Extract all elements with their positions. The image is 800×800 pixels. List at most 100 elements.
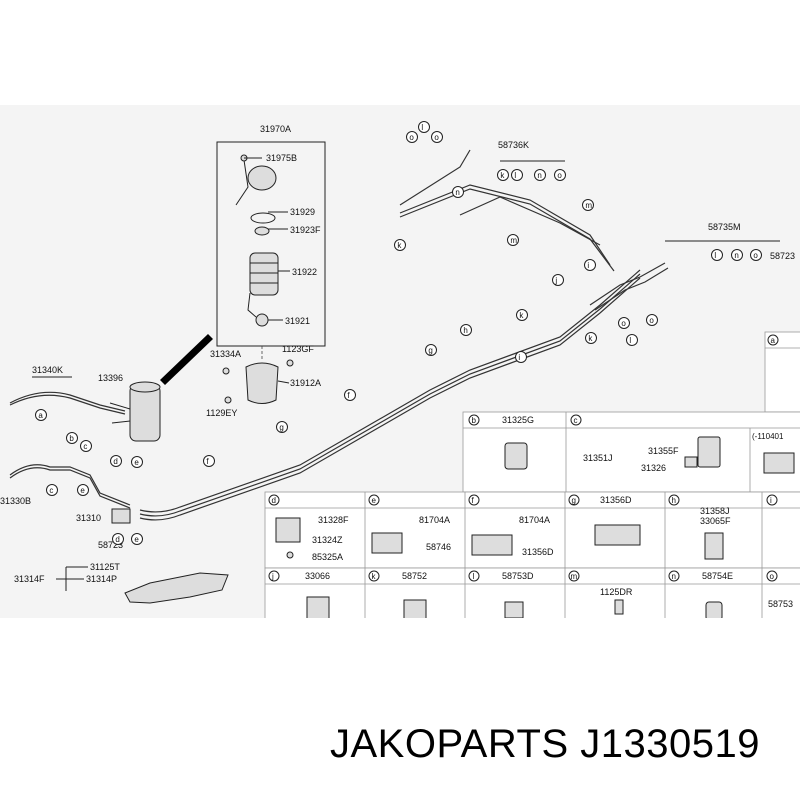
table-letter-o: o	[770, 572, 775, 581]
letter-marker-circle	[394, 239, 406, 251]
table-part-85325A: 85325A	[312, 552, 343, 562]
pointer-arrow	[160, 334, 213, 385]
table-part-1125DR: 1125DR	[600, 587, 633, 597]
letter-marker-circle	[534, 169, 546, 181]
letter-marker-n: n	[455, 188, 459, 197]
callout-31922: 31922	[292, 267, 317, 277]
table-part-31358J: 31358J	[700, 506, 730, 516]
letter-marker-circle	[431, 131, 443, 143]
letter-marker-circle	[552, 274, 564, 286]
letter-marker-d: d	[115, 535, 119, 544]
table-part-31351J: 31351J	[583, 453, 613, 463]
table-letter-c: c	[574, 416, 578, 425]
letter-marker-circle	[584, 259, 596, 271]
letter-marker-j: j	[554, 276, 557, 285]
table-part-81704A-e: 81704A	[419, 515, 450, 525]
letter-marker-c: c	[83, 442, 87, 451]
letter-marker-circle	[711, 249, 723, 261]
letter-marker-circle	[46, 484, 58, 496]
letter-marker-m: m	[510, 236, 517, 245]
letter-marker-circle	[618, 317, 630, 329]
parts-table: a b 31325G c 31355F 31351J 31326 (-11040…	[264, 331, 800, 629]
table-part-33065F: 33065F	[700, 516, 731, 526]
letter-marker-b: b	[69, 434, 74, 443]
letter-marker-circle	[112, 533, 124, 545]
letter-marker-h: h	[463, 326, 467, 335]
table-code-k: 58752	[402, 571, 427, 581]
heat-shield	[124, 572, 229, 604]
letter-marker-k: k	[500, 171, 505, 180]
letter-marker-circle	[344, 389, 356, 401]
letter-marker-l: l	[514, 171, 516, 180]
letter-marker-circle	[406, 131, 418, 143]
letter-marker-circle	[80, 440, 92, 452]
letter-marker-circle	[276, 421, 288, 433]
callout-31975B: 31975B	[266, 153, 297, 163]
table-code-b: 31325G	[502, 415, 534, 425]
table-code-o: 58753	[768, 599, 793, 609]
letter-marker-o: o	[557, 171, 562, 180]
letter-marker-o: o	[409, 133, 414, 142]
letter-marker-e: e	[80, 486, 85, 495]
letter-marker-d: d	[113, 457, 117, 466]
table-code-n: 58754E	[702, 571, 733, 581]
letter-marker-e: e	[134, 458, 139, 467]
letter-marker-circle	[750, 249, 762, 261]
letter-marker-l: l	[714, 251, 716, 260]
top-pipe-group: 58736K 58735M 58723	[498, 140, 795, 261]
table-letter-f: f	[472, 496, 475, 505]
table-letter-k: k	[372, 572, 377, 581]
letter-marker-c: c	[49, 486, 53, 495]
table-letter-h: h	[672, 496, 676, 505]
callout-31310: 31310	[76, 513, 101, 523]
letter-marker-k: k	[397, 241, 402, 250]
table-letter-d: d	[272, 496, 276, 505]
letter-marker-g: g	[428, 346, 432, 355]
table-letter-i: i	[770, 496, 772, 505]
diagram-svg: .ln { stroke:#222; stroke-width:1; fill:…	[0, 121, 800, 629]
table-part-31356D-f: 31356D	[522, 547, 554, 557]
table-letter-g: g	[572, 496, 576, 505]
table-part-31355F: 31355F	[648, 446, 679, 456]
letter-marker-circle	[515, 351, 527, 363]
callout-13396: 13396	[98, 373, 123, 383]
table-part-31324Z: 31324Z	[312, 535, 343, 545]
letter-marker-g: g	[279, 423, 283, 432]
letter-marker-o: o	[434, 133, 439, 142]
letter-marker-circle	[452, 186, 464, 198]
letter-marker-o: o	[753, 251, 758, 260]
callout-31340K: 31340K	[32, 365, 63, 375]
callout-31125T: 31125T	[90, 562, 120, 572]
letter-marker-circle	[516, 309, 528, 321]
letter-marker-o: o	[621, 319, 626, 328]
table-letter-a: a	[771, 336, 776, 345]
callout-31330B: 31330B	[0, 496, 31, 506]
table-letter-j: j	[271, 572, 274, 581]
callout-31923F: 31923F	[290, 225, 321, 235]
table-letter-l: l	[473, 572, 475, 581]
letter-marker-circle	[582, 199, 594, 211]
brand-caption: JAKOPARTS J1330519	[330, 722, 760, 766]
parts-diagram: .ln { stroke:#222; stroke-width:1; fill:…	[0, 105, 800, 629]
callout-31912A: 31912A	[290, 378, 321, 388]
letter-marker-circle	[418, 121, 430, 133]
top-group-label: 58736K	[498, 140, 529, 150]
callout-31334A: 31334A	[210, 349, 241, 359]
callout-58723: 58723	[98, 540, 123, 550]
table-code-g: 31356D	[600, 495, 632, 505]
letter-marker-circle	[203, 455, 215, 467]
letter-marker-k: k	[519, 311, 524, 320]
letter-marker-circle	[460, 324, 472, 336]
table-part-81704A-f: 81704A	[519, 515, 550, 525]
letter-marker-circle	[35, 409, 47, 421]
letter-marker-a: a	[38, 411, 43, 420]
letter-marker-l: l	[629, 336, 631, 345]
table-letter-b: b	[472, 416, 477, 425]
callout-31921: 31921	[285, 316, 310, 326]
letter-marker-circle	[131, 533, 143, 545]
letter-marker-circle	[646, 314, 658, 326]
callout-31314P: 31314P	[86, 574, 117, 584]
table-part-31326: 31326	[641, 463, 666, 473]
letter-marker-circle	[554, 169, 566, 181]
letter-marker-circle	[66, 432, 78, 444]
